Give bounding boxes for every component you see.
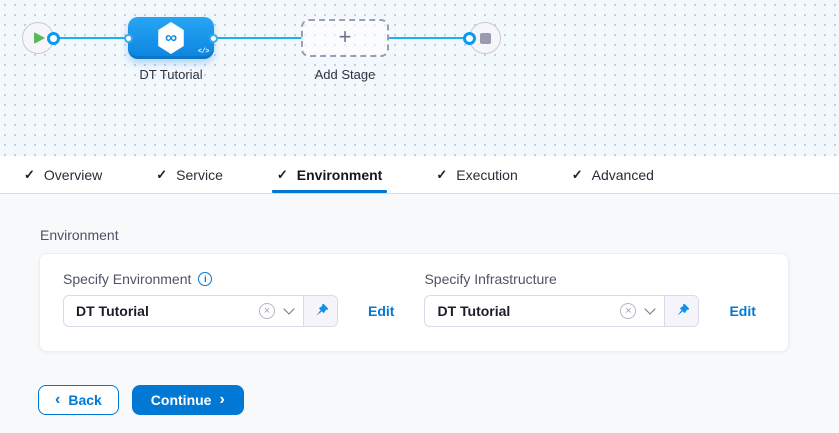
check-icon: ✓ [571,167,583,182]
chevron-down-icon[interactable] [283,303,295,315]
tab-execution[interactable]: ✓ Execution [436,166,518,183]
chevron-left-icon: ‹ [55,390,61,408]
check-icon: ✓ [156,167,168,182]
plus-icon: + [338,24,352,49]
pin-icon [315,303,328,316]
flow-edge [57,37,131,39]
stage-node-dt-tutorial[interactable]: ∞ </> [128,17,214,59]
environment-field-group: Specify Environment i DT Tutorial × [63,271,394,327]
flow-edge [214,37,302,39]
chevron-right-icon: › [219,390,225,408]
stage-in-connector-dot[interactable] [124,33,133,43]
tab-advanced[interactable]: ✓ Advanced [571,166,654,183]
chevron-down-icon[interactable] [644,303,657,315]
continue-button[interactable]: Continue › [131,385,244,415]
info-icon[interactable]: i [198,272,213,286]
check-icon: ✓ [276,167,288,182]
infinity-icon: ∞ [164,27,178,47]
stage-label: DT Tutorial [139,67,203,82]
environment-select[interactable]: DT Tutorial × [63,295,338,327]
add-stage-label: Add Stage [314,67,376,82]
clear-icon[interactable]: × [259,303,275,319]
play-icon [34,32,45,44]
stop-icon [479,32,491,44]
pin-button[interactable] [303,296,337,326]
harness-deploy-icon: ∞ [158,22,184,54]
flow-edge [389,37,467,39]
stage-out-connector-dot[interactable] [209,33,218,43]
back-button[interactable]: ‹ Back [38,385,119,415]
check-icon: ✓ [436,167,448,182]
section-title: Environment [40,227,119,243]
clear-icon[interactable]: × [620,303,637,319]
pipeline-canvas[interactable]: ∞ </> DT Tutorial + Add Stage [0,0,839,156]
infrastructure-edit-link[interactable]: Edit [729,303,756,319]
environment-select-value: DT Tutorial [76,303,149,319]
start-connector-dot[interactable] [47,31,60,45]
tab-overview[interactable]: ✓ Overview [24,166,103,183]
infrastructure-field-group: Specify Infrastructure DT Tutorial × [424,271,756,327]
end-connector-dot[interactable] [463,31,476,45]
tab-service[interactable]: ✓ Service [156,166,223,183]
code-icon: </> [197,48,210,56]
stage-tabs: ✓ Overview ✓ Service ✓ Environment ✓ Exe… [0,156,839,194]
environment-card: Specify Environment i DT Tutorial × [39,253,789,352]
tab-environment[interactable]: ✓ Environment [271,156,388,193]
infrastructure-field-label: Specify Infrastructure [424,271,557,287]
environment-edit-link[interactable]: Edit [368,303,395,319]
add-stage-button[interactable]: + [301,19,389,57]
environment-field-label: Specify Environment [63,271,192,287]
wizard-footer: ‹ Back Continue › [38,385,839,415]
infrastructure-select[interactable]: DT Tutorial × [424,295,700,327]
pin-button[interactable] [664,296,699,326]
pin-icon [677,303,689,316]
environment-tab-content: Environment Specify Environment i DT Tut… [0,194,839,433]
infrastructure-select-value: DT Tutorial [437,303,511,319]
check-icon: ✓ [24,167,35,182]
